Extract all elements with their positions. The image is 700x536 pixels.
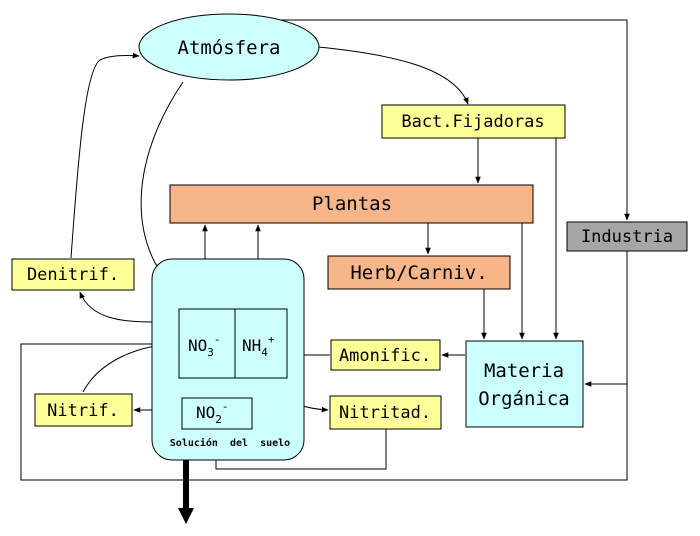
plantas-node	[169, 184, 534, 224]
materia-label: Materia	[484, 360, 564, 382]
materia-organica-node	[465, 340, 584, 428]
nh4-label: NH4+	[242, 333, 275, 359]
amonific-node	[330, 339, 441, 371]
no2-label: NO2-	[196, 400, 229, 426]
bact-fijadoras-node	[381, 104, 566, 139]
amonific-label: Amonific.	[339, 346, 431, 366]
industria-node	[566, 221, 688, 252]
denitrif-node	[11, 258, 135, 291]
nitrif-node	[34, 393, 133, 427]
industria-label: Industria	[581, 227, 673, 247]
atmosfera-label: Atmósfera	[178, 37, 281, 59]
arrow-atmosfera-to-bact	[317, 46, 469, 105]
no2-box	[181, 397, 253, 430]
herb-carniv-label: Herb/Carniv.	[350, 262, 487, 284]
arrow-denitrif-to-atmosfera	[70, 52, 140, 259]
solucion-label: Solución del suelo	[170, 437, 290, 449]
bact-fijadoras-label: Bact.Fijadoras	[401, 112, 544, 132]
organica-label: Orgánica	[478, 388, 570, 410]
leaching-arrow	[178, 460, 194, 524]
nitritad-label: Nitritad.	[339, 403, 431, 423]
nh4-subscript: 4	[261, 346, 268, 359]
arrow-industria-to-materia	[584, 251, 628, 387]
no2-subscript: 2	[215, 413, 222, 426]
nh4-superscript: +	[268, 333, 275, 346]
no3-nh4-box	[178, 308, 288, 379]
no3-subscript: 3	[207, 346, 214, 359]
nitritad-node	[329, 395, 442, 430]
no3-superscript: -	[214, 333, 221, 346]
no3-label: NO3-	[188, 333, 221, 359]
nitrif-label: Nitrif.	[47, 401, 119, 421]
atmosfera-node	[138, 13, 320, 81]
plantas-label: Plantas	[312, 193, 392, 215]
line-atmosfera-to-industria	[228, 19, 630, 221]
denitrif-label: Denitrif.	[27, 265, 119, 285]
herb-carniv-node	[327, 255, 511, 290]
no2-superscript: -	[222, 400, 229, 413]
line-industria-loop-to-no3	[20, 341, 628, 481]
